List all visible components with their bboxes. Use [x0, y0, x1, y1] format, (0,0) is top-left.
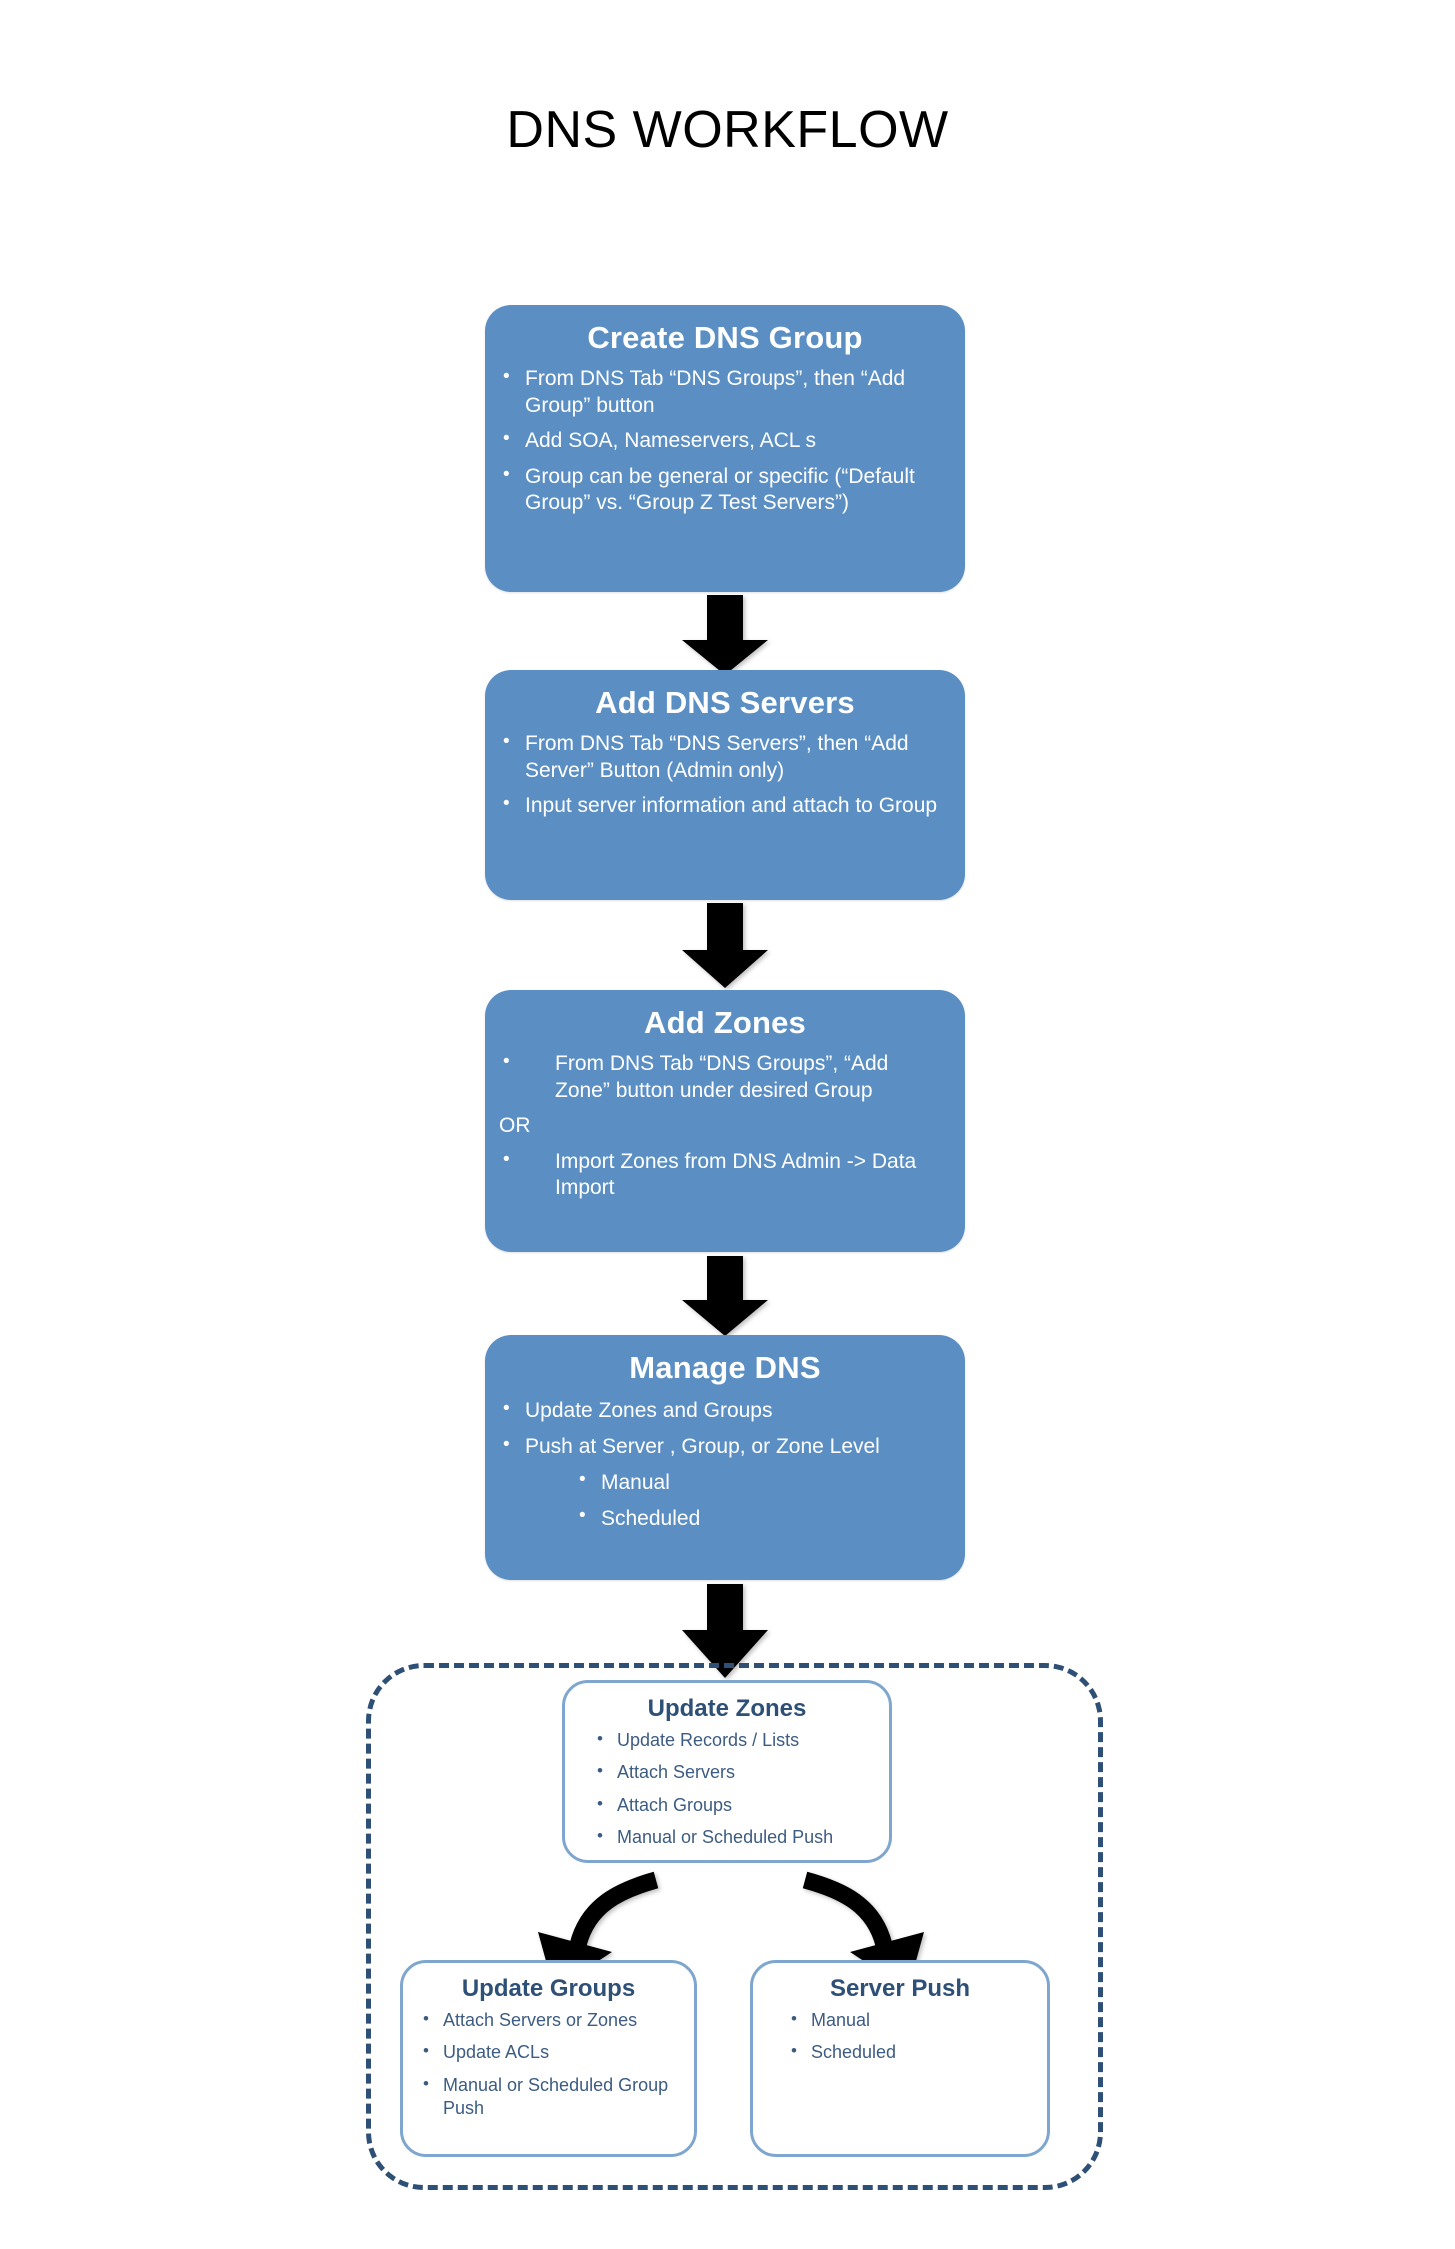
detail-box-update-zones[interactable]: Update Zones Update Records / Lists Atta… — [562, 1680, 892, 1863]
step-title-add-zones: Add Zones — [644, 1005, 806, 1040]
detail-title-server-push: Server Push — [829, 1975, 971, 2002]
step-title-manage-dns: Manage DNS — [629, 1350, 821, 1385]
detail-title-update-zones: Update Zones — [647, 1695, 807, 1722]
detail-title-update-groups: Update Groups — [461, 1975, 636, 2002]
bullet-item: Input server information and attach to G… — [499, 792, 947, 819]
step-title-add-dns-servers: Add DNS Servers — [595, 685, 855, 720]
arrow-zones-to-manage-icon — [682, 1256, 768, 1336]
bullet-item: From DNS Tab “DNS Groups”, “Add Zone” bu… — [499, 1050, 947, 1104]
step-bullets-add-dns-servers: From DNS Tab “DNS Servers”, then “Add Se… — [499, 730, 947, 819]
detail-box-server-push[interactable]: Server Push Manual Scheduled — [750, 1960, 1050, 2157]
bullet-item: Group can be general or specific (“Defau… — [499, 463, 947, 517]
manage-detail-group-container — [366, 1663, 1103, 2190]
step-bullets-add-zones-secondary: Import Zones from DNS Admin -> Data Impo… — [499, 1148, 947, 1202]
detail-bullets-update-zones: Update Records / Lists Attach Servers At… — [589, 1728, 879, 1850]
bullet-item: Attach Servers — [589, 1760, 879, 1784]
bullet-item: Update Zones and Groups — [499, 1397, 947, 1424]
step-separator-or: OR — [499, 1114, 531, 1138]
step-sub-bullets-manage-dns: Manual Scheduled — [485, 1468, 965, 1532]
detail-box-update-groups[interactable]: Update Groups Attach Servers or Zones Up… — [400, 1960, 697, 2157]
bullet-item: Update Records / Lists — [589, 1728, 879, 1752]
step-box-manage-dns[interactable]: Manage DNS Update Zones and Groups Push … — [485, 1335, 965, 1580]
bullet-item: Import Zones from DNS Admin -> Data Impo… — [499, 1148, 947, 1202]
arrow-create-to-servers-icon — [682, 595, 768, 675]
bullet-item: Attach Groups — [589, 1793, 879, 1817]
page-title: DNS WORKFLOW — [506, 101, 949, 159]
bullet-item: Attach Servers or Zones — [415, 2008, 684, 2032]
bullet-item: Manual — [783, 2008, 1037, 2032]
bullet-item: Manual or Scheduled Push — [589, 1825, 879, 1849]
step-bullets-manage-dns: Update Zones and Groups Push at Server ,… — [499, 1397, 947, 1460]
bullet-item: Manual or Scheduled Group Push — [415, 2073, 684, 2121]
bullet-item: Add SOA, Nameservers, ACL s — [499, 427, 947, 454]
bullet-item: Push at Server , Group, or Zone Level — [499, 1433, 947, 1460]
sub-bullet-item: Scheduled — [485, 1504, 965, 1532]
bullet-item: From DNS Tab “DNS Servers”, then “Add Se… — [499, 730, 947, 784]
bullet-item: Update ACLs — [415, 2040, 684, 2064]
bullet-item: From DNS Tab “DNS Groups”, then “Add Gro… — [499, 365, 947, 419]
step-box-create-dns-group[interactable]: Create DNS Group From DNS Tab “DNS Group… — [485, 305, 965, 592]
step-title-create-dns-group: Create DNS Group — [587, 320, 863, 355]
step-bullets-add-zones-primary: From DNS Tab “DNS Groups”, “Add Zone” bu… — [499, 1050, 947, 1104]
detail-bullets-update-groups: Attach Servers or Zones Update ACLs Manu… — [415, 2008, 684, 2121]
step-box-add-zones[interactable]: Add Zones From DNS Tab “DNS Groups”, “Ad… — [485, 990, 965, 1252]
sub-bullet-item: Manual — [485, 1468, 965, 1496]
detail-bullets-server-push: Manual Scheduled — [783, 2008, 1037, 2065]
arrow-servers-to-zones-icon — [682, 903, 768, 988]
step-box-add-dns-servers[interactable]: Add DNS Servers From DNS Tab “DNS Server… — [485, 670, 965, 900]
step-bullets-create-dns-group: From DNS Tab “DNS Groups”, then “Add Gro… — [499, 365, 947, 517]
bullet-item: Scheduled — [783, 2040, 1037, 2064]
